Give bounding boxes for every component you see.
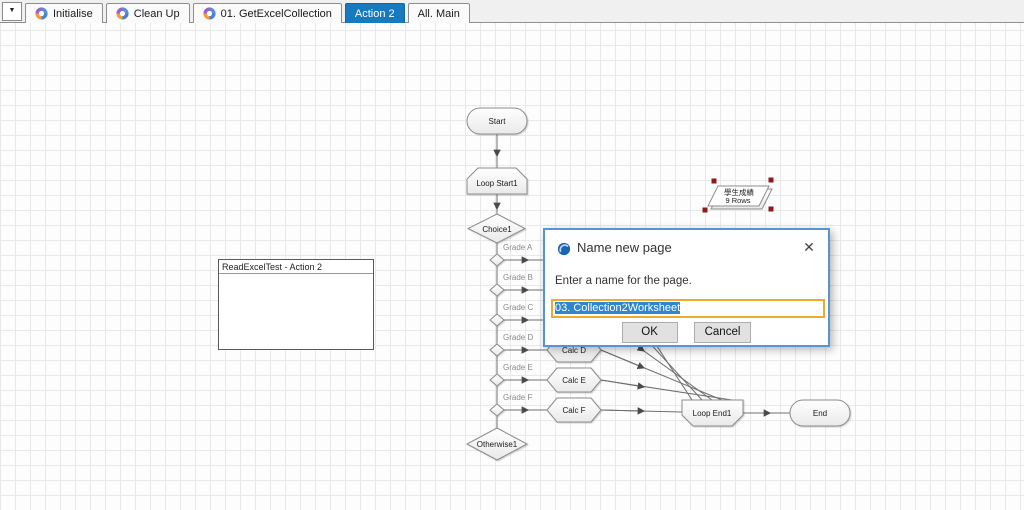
note-box-title: ReadExcelTest - Action 2 [219, 260, 373, 274]
collection-rows-label: 9 Rows [725, 196, 750, 205]
branch-label-grade-c: Grade C [503, 303, 533, 312]
tab-get-excel-collection[interactable]: 01. GetExcelCollection [192, 3, 342, 23]
tab-label: All. Main [417, 7, 460, 20]
close-icon[interactable]: ✕ [803, 239, 815, 255]
branch-label-grade-a: Grade A [503, 243, 533, 252]
tab-action-2[interactable]: Action 2 [344, 3, 405, 23]
page-tabs: Initialise Clean Up 01. GetExcelCollecti… [25, 2, 473, 23]
stage-label-calc-d: Calc D [562, 346, 586, 355]
name-new-page-dialog: Name new page ✕ Enter a name for the pag… [543, 228, 830, 347]
selection-handle-top-left[interactable] [711, 178, 717, 184]
dialog-message: Enter a name for the page. [555, 275, 692, 287]
choice-node-f[interactable] [489, 403, 505, 417]
choice-node-a[interactable] [489, 253, 505, 267]
stage-calc-e[interactable] [546, 367, 602, 393]
stage-start[interactable] [466, 107, 528, 135]
selection-handle-top-right[interactable] [768, 177, 774, 183]
stage-loop-start[interactable] [466, 167, 528, 195]
selection-handle-bottom-left[interactable] [702, 207, 708, 213]
stage-label-choice: Choice1 [482, 225, 512, 234]
tab-label: Clean Up [133, 7, 180, 20]
process-note-box[interactable]: ReadExcelTest - Action 2 [218, 259, 374, 350]
stage-label-start: Start [489, 117, 507, 126]
cancel-button[interactable]: Cancel [693, 322, 752, 343]
tab-label: Action 2 [354, 7, 395, 20]
stage-label-loop-end: Loop End1 [693, 409, 732, 418]
choice-node-c[interactable] [489, 313, 505, 327]
stage-calc-f[interactable] [546, 397, 602, 423]
dropdown-arrow-icon: ▼ [8, 7, 16, 14]
flow-canvas[interactable] [0, 23, 1024, 510]
tab-overflow-button[interactable]: ▼ [2, 2, 22, 21]
tab-initialise[interactable]: Initialise [25, 3, 103, 23]
collection-name-label: 學生成績 [724, 187, 754, 197]
branch-label-grade-b: Grade B [503, 273, 533, 282]
page-icon [116, 7, 129, 20]
choice-node-b[interactable] [489, 283, 505, 297]
stage-otherwise[interactable] [465, 427, 529, 461]
tab-all-main[interactable]: All. Main [407, 3, 470, 23]
page-icon [203, 7, 216, 20]
stage-label-otherwise: Otherwise1 [477, 440, 518, 449]
stage-loop-end[interactable] [681, 399, 744, 427]
stage-label-calc-f: Calc F [562, 406, 585, 415]
choice-node-e[interactable] [489, 373, 505, 387]
stage-label-end: End [813, 409, 827, 418]
dialog-buttons: OK Cancel [545, 322, 828, 343]
page-icon [35, 7, 48, 20]
choice-node-d[interactable] [489, 343, 505, 357]
stage-collection-selected[interactable]: 學生成績 9 Rows [702, 177, 774, 213]
page-tab-bar: ▼ Initialise Clean Up 01. GetExcelCollec… [0, 0, 1024, 23]
tab-label: 01. GetExcelCollection [220, 7, 332, 20]
ok-button[interactable]: OK [621, 322, 678, 343]
stage-label-calc-e: Calc E [562, 376, 586, 385]
branch-label-grade-e: Grade E [503, 363, 533, 372]
app-logo-icon [557, 242, 571, 261]
dialog-titlebar[interactable]: Name new page ✕ [545, 230, 828, 262]
branch-label-grade-d: Grade D [503, 333, 533, 342]
page-name-input[interactable]: 03. Collection2Worksheet [551, 299, 825, 318]
stage-label-loop-start: Loop Start1 [476, 179, 518, 188]
branch-label-grade-f: Grade F [503, 393, 532, 402]
page-name-input-selected-text: 03. Collection2Worksheet [555, 302, 681, 314]
selection-handles[interactable] [702, 177, 774, 213]
tab-label: Initialise [53, 7, 93, 20]
selection-handle-bottom-right[interactable] [768, 206, 774, 212]
stage-choice[interactable] [466, 213, 527, 244]
dialog-title: Name new page [577, 240, 672, 255]
stage-end[interactable] [789, 399, 851, 427]
tab-clean-up[interactable]: Clean Up [105, 3, 190, 23]
